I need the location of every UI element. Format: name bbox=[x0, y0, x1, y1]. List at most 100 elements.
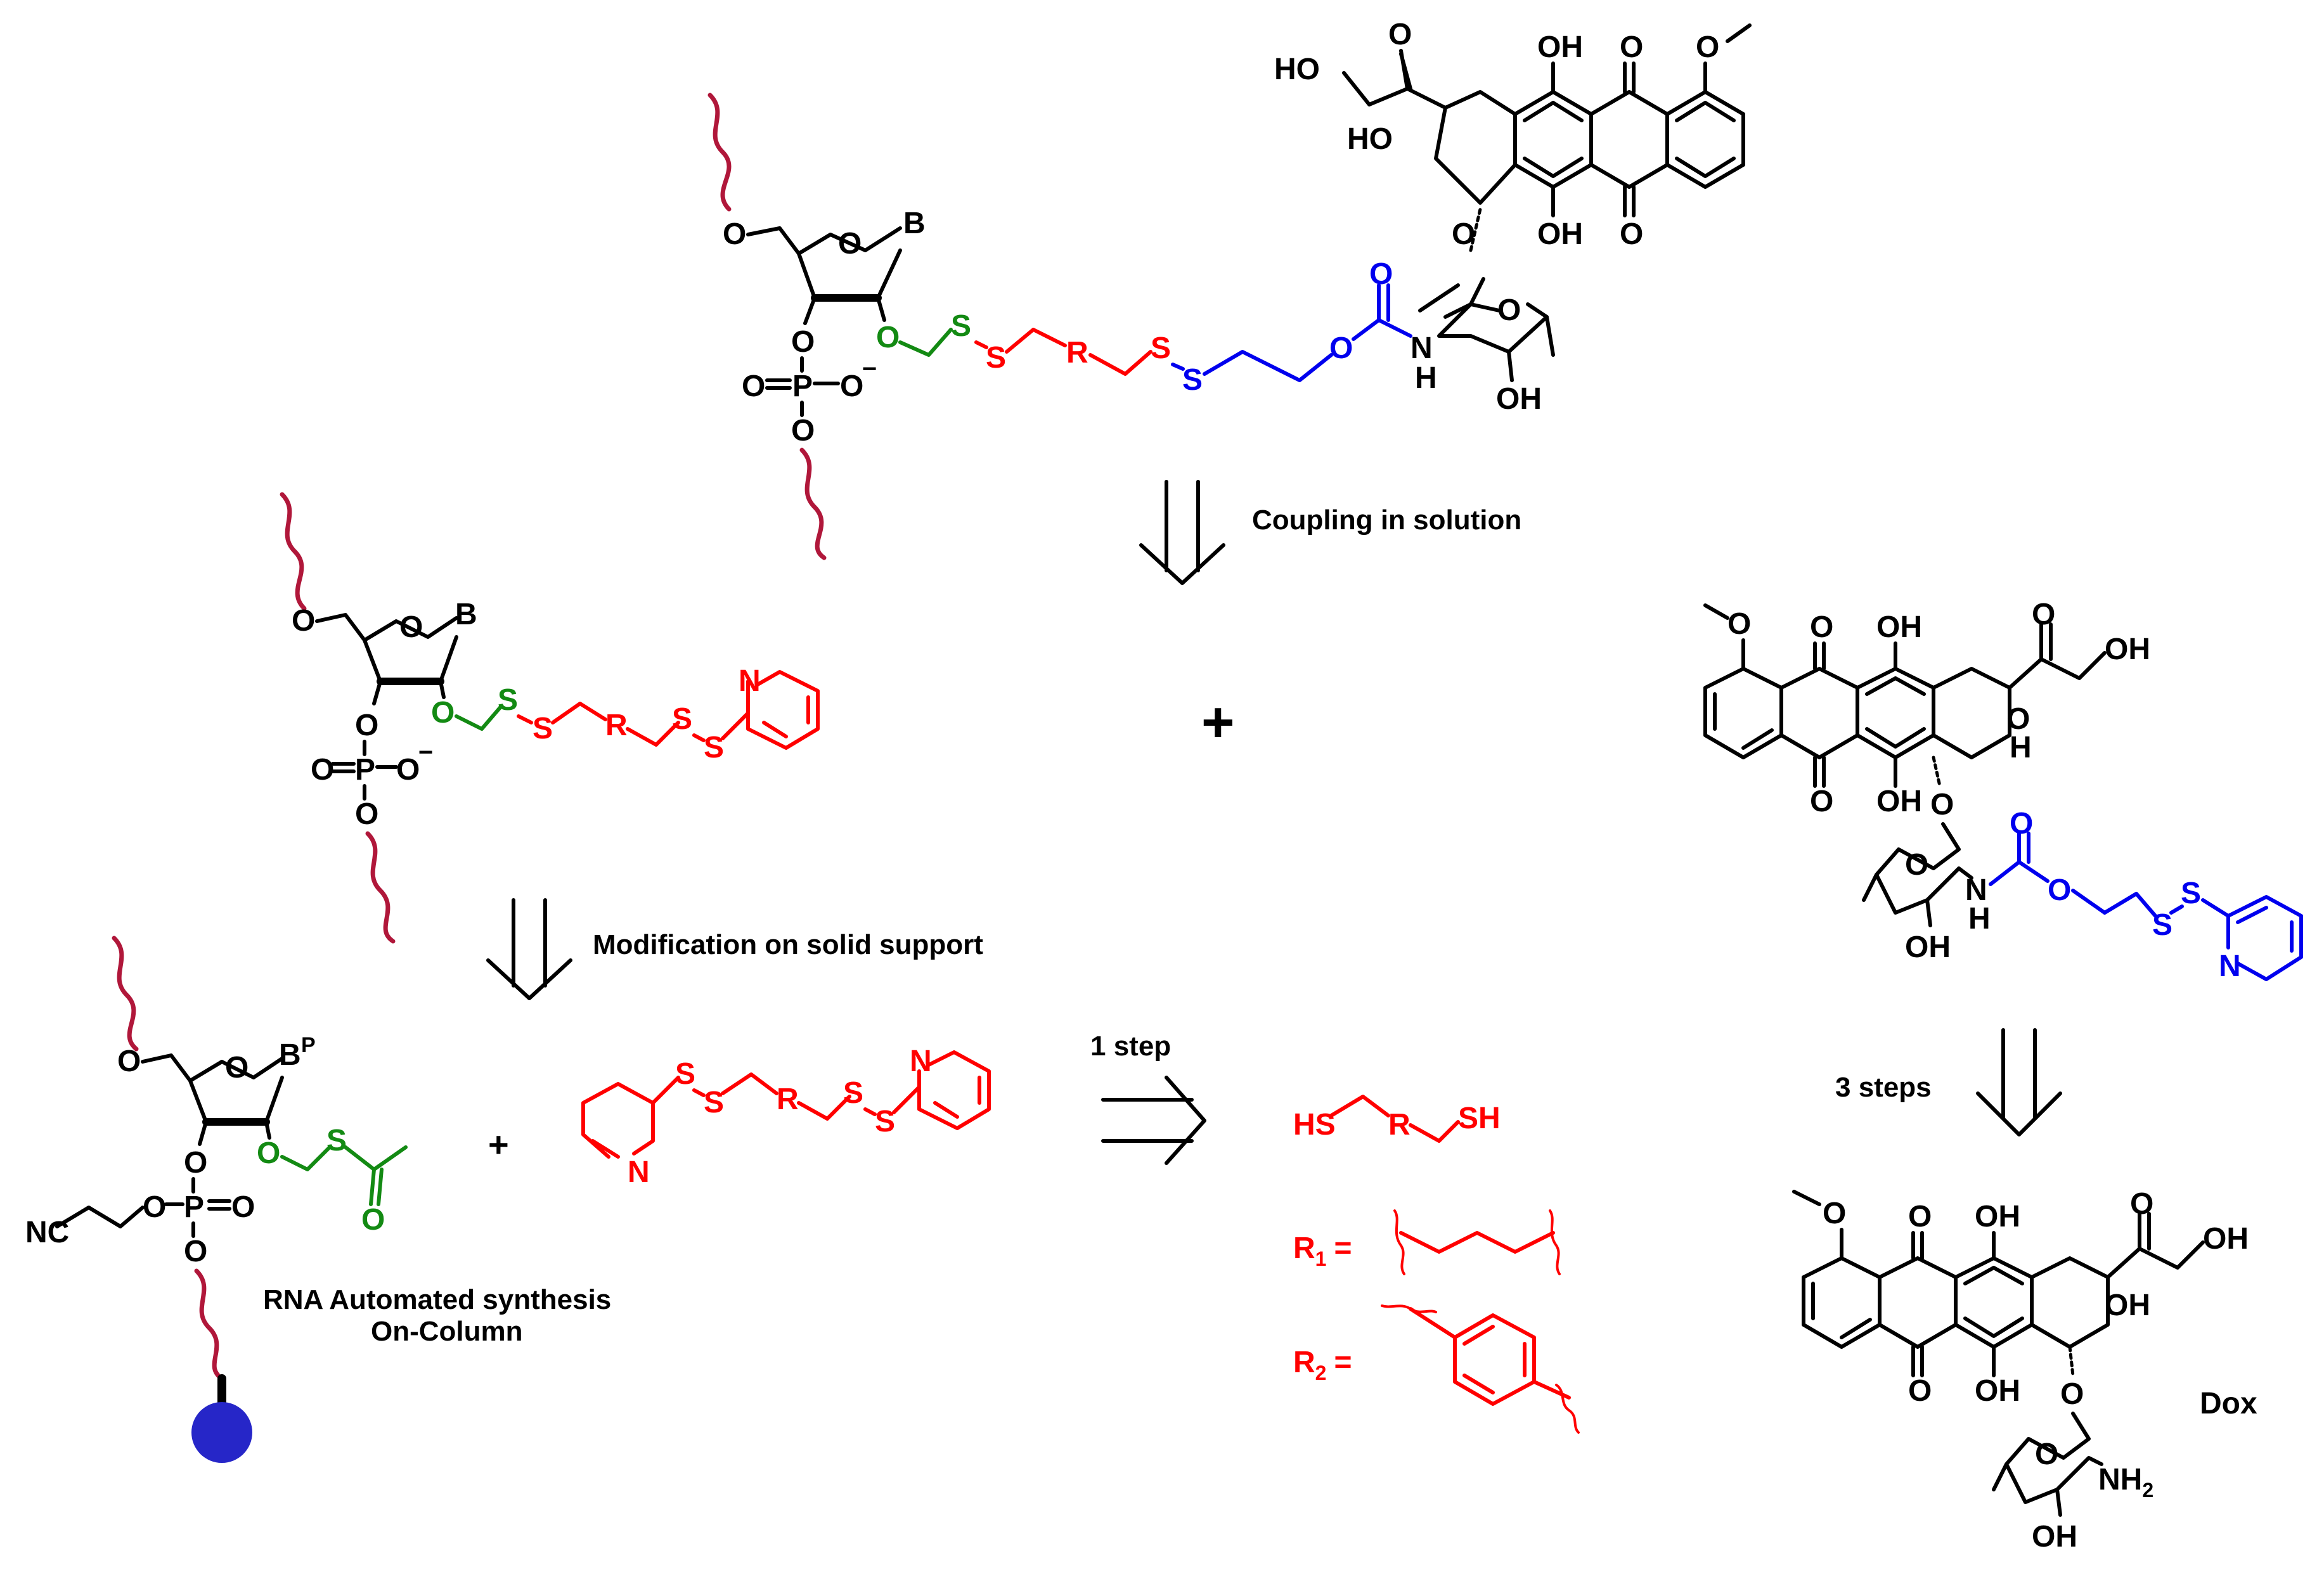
anthracycline-core bbox=[1434, 90, 1745, 205]
atom-s: S bbox=[951, 309, 971, 343]
doxorubicin: O O OH O OH O OH OH O O NH2 OH Dox bbox=[1792, 1187, 2257, 1554]
plus-sign-bottom: + bbox=[488, 1124, 509, 1164]
atom-oh: OH bbox=[2105, 633, 2150, 666]
atom-h: H bbox=[1968, 902, 1991, 936]
atom-o: O bbox=[1329, 331, 1353, 365]
atom-oh: OH bbox=[1537, 217, 1583, 251]
dithiol: HS R SH bbox=[1293, 1095, 1501, 1143]
atom-o: O bbox=[2035, 1438, 2058, 1471]
atom-oh: OH bbox=[1876, 785, 1922, 818]
atom-oh: OH bbox=[1876, 610, 1922, 644]
atom-o: O bbox=[1696, 30, 1719, 64]
atom-p-superscript: P bbox=[301, 1033, 316, 1057]
atom-nh2: NH2 bbox=[2098, 1463, 2153, 1502]
dox-pyridyl-disulfide: O O OH O OH O OH O H O O OH N H O O S S … bbox=[1703, 598, 2303, 983]
atom-o: O bbox=[791, 414, 815, 447]
atom-n: N bbox=[1411, 331, 1433, 365]
charge-minus: − bbox=[862, 355, 877, 383]
atom-o: O bbox=[838, 227, 862, 261]
atom-s: S bbox=[675, 1057, 695, 1091]
atom-o: O bbox=[231, 1190, 255, 1224]
atom-ho: HO bbox=[1274, 53, 1320, 86]
atom-o: O bbox=[355, 797, 378, 831]
atom-oh: OH bbox=[1496, 382, 1542, 416]
atom-s: S bbox=[843, 1076, 863, 1110]
product-conjugate: O O B O P O O − O O S S R S S O O bbox=[707, 18, 1752, 560]
atom-o: O bbox=[431, 696, 455, 730]
atom-nc: NC bbox=[25, 1216, 69, 1249]
atom-o: O bbox=[1620, 30, 1643, 64]
atom-o: O bbox=[1908, 1200, 1932, 1233]
atom-r: R bbox=[1066, 336, 1088, 370]
pyridine-ring bbox=[2226, 895, 2303, 981]
atom-oh: OH bbox=[1975, 1200, 2020, 1233]
atom-o: O bbox=[791, 325, 815, 359]
atom-sh: SH bbox=[1458, 1102, 1501, 1135]
benzene-ring bbox=[1409, 1307, 1571, 1406]
strand-wave-bottom bbox=[799, 447, 827, 560]
atom-b: B bbox=[279, 1038, 301, 1072]
rna-pyridyl-disulfide: O O B O P O O − O O S S R S S N bbox=[280, 492, 820, 944]
r2-definition: R2= bbox=[1293, 1304, 1580, 1434]
arrow-coupling: Coupling in solution bbox=[1139, 480, 1521, 585]
atom-o: O bbox=[1388, 18, 1412, 51]
atom-o: O bbox=[292, 604, 315, 638]
atom-n: N bbox=[739, 664, 761, 698]
atom-o: O bbox=[840, 370, 863, 403]
atom-o: O bbox=[311, 753, 334, 787]
dox-label: Dox bbox=[2200, 1387, 2257, 1420]
atom-o: O bbox=[117, 1045, 141, 1078]
one-step-label: 1 step bbox=[1090, 1031, 1171, 1062]
atom-hs: HS bbox=[1293, 1108, 1336, 1142]
r1-label: R1= bbox=[1293, 1232, 1352, 1270]
sugar-ring bbox=[1437, 277, 1549, 354]
plus-sign-center: + bbox=[1201, 691, 1235, 754]
atom-o: O bbox=[1905, 848, 1928, 882]
atom-o: O bbox=[2010, 807, 2033, 840]
atom-o: O bbox=[723, 217, 746, 251]
coupling-label: Coupling in solution bbox=[1252, 505, 1521, 536]
atom-o: O bbox=[2006, 702, 2030, 736]
atom-o: O bbox=[399, 610, 423, 644]
atom-o: O bbox=[184, 1146, 207, 1180]
atom-s: S bbox=[704, 731, 724, 764]
atom-oh: OH bbox=[2203, 1222, 2249, 1256]
atom-o: O bbox=[1727, 607, 1751, 641]
atom-oh: OH bbox=[2032, 1520, 2077, 1554]
atom-o: O bbox=[1810, 785, 1833, 818]
atom-o: O bbox=[1369, 257, 1393, 291]
atom-r: R bbox=[605, 709, 628, 742]
rna-synthesis-line1: RNA Automated synthesis bbox=[263, 1284, 611, 1315]
atom-o: O bbox=[1497, 293, 1521, 327]
atom-o: O bbox=[1930, 788, 1954, 821]
atom-h: H bbox=[2010, 731, 2032, 764]
rna-synthesis-line2: On-Column bbox=[371, 1316, 523, 1347]
atom-s: S bbox=[326, 1124, 347, 1157]
atom-oh: OH bbox=[1905, 930, 1951, 964]
three-steps-label: 3 steps bbox=[1835, 1072, 1932, 1103]
atom-o: O bbox=[2048, 873, 2071, 907]
atom-o: O bbox=[361, 1203, 385, 1237]
atom-n: N bbox=[910, 1045, 932, 1078]
rna-solid-support: O O B P O P O O NC O O S O RNA Automated… bbox=[25, 936, 611, 1463]
atom-n: N bbox=[2219, 949, 2241, 983]
atom-o: O bbox=[225, 1051, 249, 1085]
charge-minus: − bbox=[418, 738, 433, 766]
arrow-three-steps: 3 steps bbox=[1835, 1028, 2062, 1136]
atom-s: S bbox=[986, 341, 1006, 375]
r1-definition: R1= bbox=[1293, 1209, 1561, 1275]
atom-ho: HO bbox=[1347, 122, 1393, 156]
atom-s: S bbox=[2152, 908, 2172, 942]
atom-h: H bbox=[1415, 361, 1437, 395]
atom-s: S bbox=[2181, 877, 2201, 910]
atom-s: S bbox=[1151, 331, 1171, 365]
atom-s: S bbox=[1182, 363, 1203, 397]
arrow-one-step: 1 step bbox=[1090, 1031, 1206, 1165]
atom-r: R bbox=[1388, 1108, 1411, 1142]
atom-n: N bbox=[1965, 873, 1987, 907]
atom-o: O bbox=[1823, 1197, 1846, 1230]
atom-o: O bbox=[1620, 217, 1643, 251]
atom-o: O bbox=[2130, 1187, 2153, 1221]
atom-o: O bbox=[396, 753, 420, 787]
